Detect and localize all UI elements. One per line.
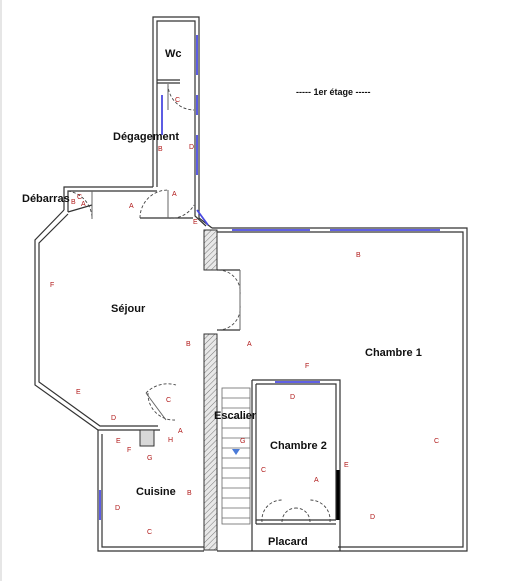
room-label-chambre2: Chambre 2 bbox=[270, 440, 327, 452]
wall-letter: F bbox=[305, 363, 309, 370]
wall-letter: F bbox=[127, 447, 131, 454]
wall-letter: H bbox=[168, 437, 173, 444]
wall-letter: D bbox=[370, 514, 375, 521]
cuisine-pillar bbox=[139, 429, 155, 447]
wall-letter: C bbox=[77, 194, 82, 201]
wall-letter: C bbox=[434, 438, 439, 445]
wall-letter: E bbox=[116, 438, 121, 445]
wall-letter: C bbox=[261, 467, 266, 474]
cuisine-walls bbox=[97, 429, 204, 552]
wall-letter: G bbox=[147, 455, 152, 462]
wall-letter: E bbox=[193, 219, 198, 226]
wall-letter: C bbox=[175, 97, 180, 104]
wall-letter: A bbox=[314, 477, 319, 484]
wall-letter: G bbox=[240, 438, 245, 445]
wall-letter: E bbox=[344, 462, 349, 469]
wall-letter: A bbox=[129, 203, 134, 210]
room-label-cuisine: Cuisine bbox=[136, 486, 176, 498]
chambre2-walls bbox=[251, 379, 341, 551]
wall-letter: F bbox=[50, 282, 54, 289]
wall-letter: D bbox=[111, 415, 116, 422]
wall-letter: B bbox=[71, 199, 76, 206]
room-label-escalier: Escalier bbox=[214, 410, 257, 422]
floor-title: ----- 1er étage ----- bbox=[296, 87, 371, 97]
room-label-wc: Wc bbox=[165, 48, 182, 60]
room-label-sejour: Séjour bbox=[111, 303, 146, 315]
doors bbox=[67, 83, 331, 523]
room-label-debarras: Débarras bbox=[22, 193, 70, 205]
wall-letter: B bbox=[158, 146, 163, 153]
room-label-degagement: Dégagement bbox=[113, 131, 179, 143]
wall-letter: D bbox=[290, 394, 295, 401]
room-label-chambre1: Chambre 1 bbox=[365, 347, 422, 359]
staircase bbox=[221, 387, 251, 525]
upper-partition bbox=[203, 229, 218, 271]
wall-letter: C bbox=[147, 529, 152, 536]
room-label-placard: Placard bbox=[268, 536, 308, 548]
wall-letter: A bbox=[178, 428, 183, 435]
wall-letter: E bbox=[76, 389, 81, 396]
wall-letter: D bbox=[115, 505, 120, 512]
wall-letter: A bbox=[172, 191, 177, 198]
wall-letter: A bbox=[247, 341, 252, 348]
wall-letter: D bbox=[189, 144, 194, 151]
sejour-walls bbox=[34, 204, 193, 431]
wall-letter: B bbox=[187, 490, 192, 497]
wall-letter: B bbox=[356, 252, 361, 259]
stair-arrow-icon bbox=[232, 449, 240, 455]
wall-letter: C bbox=[166, 397, 171, 404]
wall-letter: B bbox=[186, 341, 191, 348]
wall-letter: A bbox=[81, 201, 86, 208]
central-partition bbox=[203, 333, 218, 551]
windows bbox=[99, 35, 440, 520]
corridor-walls bbox=[152, 16, 213, 229]
